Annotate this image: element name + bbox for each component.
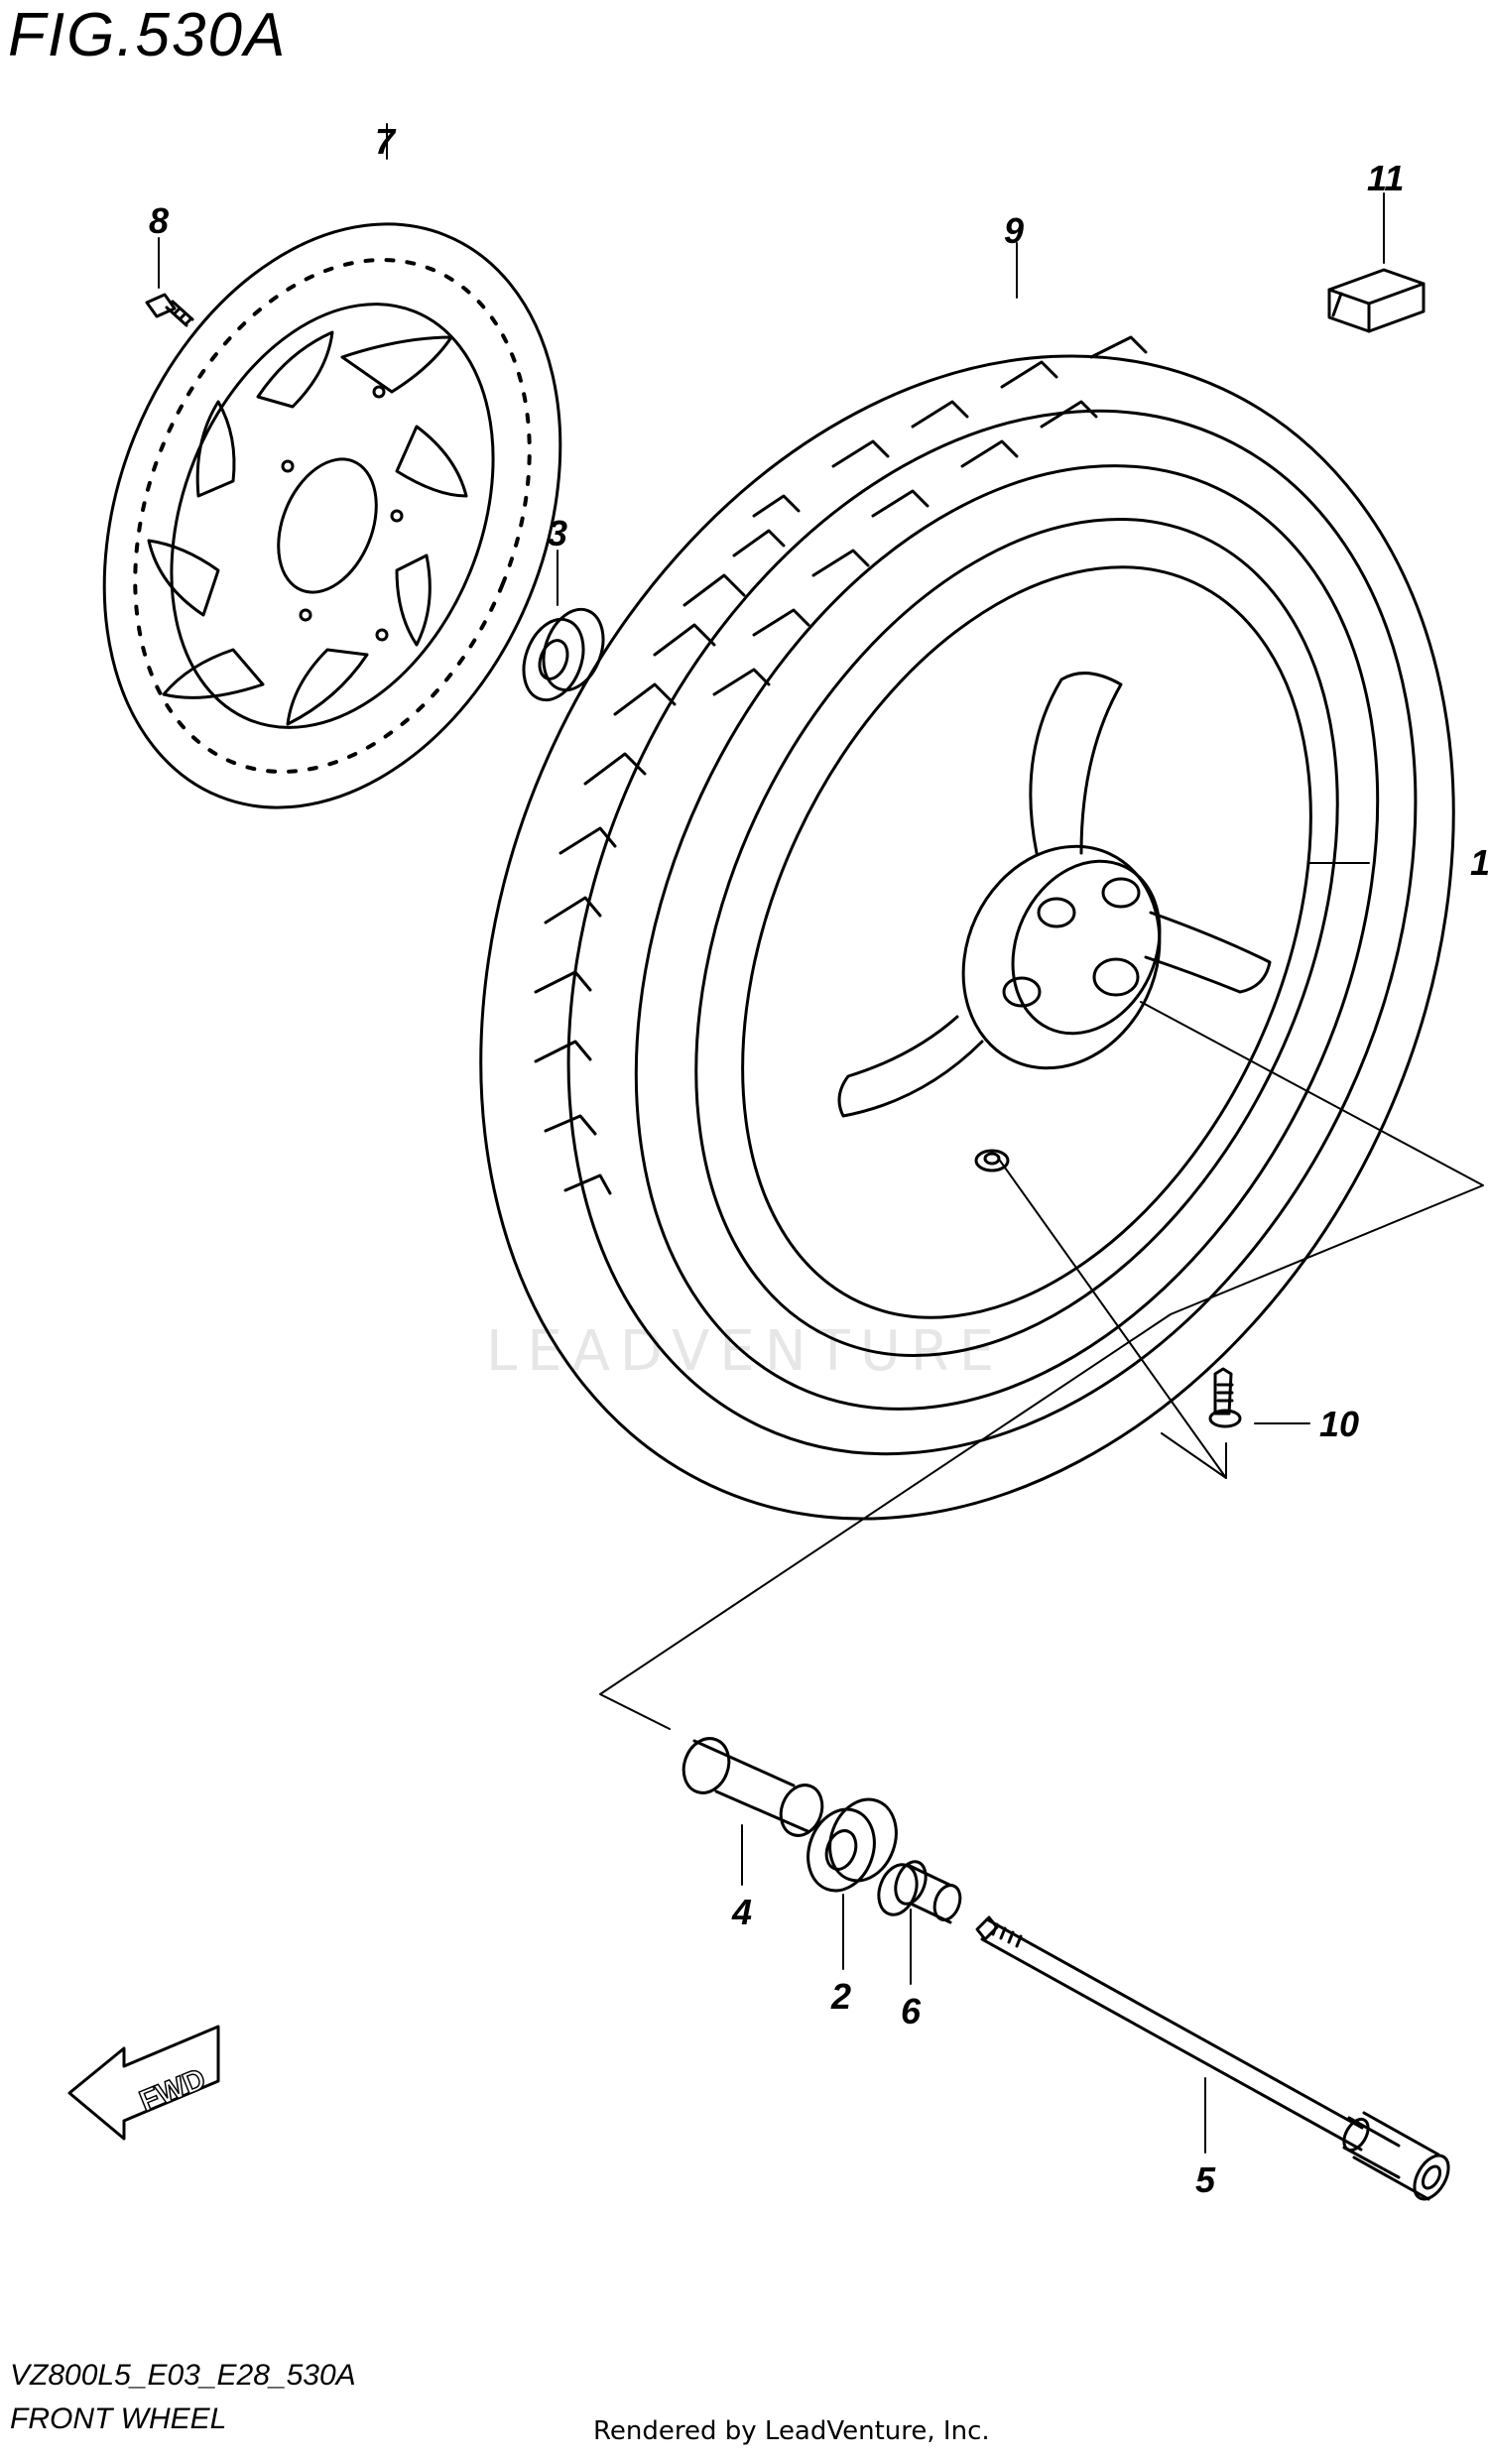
assembly-line-valve (999, 1160, 1227, 1479)
callout-4: 4 (731, 1892, 752, 1932)
callout-3: 3 (548, 513, 567, 554)
callout-8: 8 (149, 200, 169, 241)
bolt (145, 293, 194, 327)
callout-5: 5 (1195, 2159, 1216, 2200)
assembly-line-hub (599, 1001, 1484, 1730)
rendered-by: Rendered by LeadVenture, Inc. (593, 2416, 990, 2446)
brake-disc (102, 222, 562, 809)
callout-1: 1 (1470, 842, 1488, 883)
spacer-4 (682, 1737, 824, 1837)
diagram-code: VZ800L5_E03_E28_530A (10, 2359, 356, 2392)
bearing-2 (806, 1797, 898, 1893)
tire (479, 335, 1455, 1521)
callout-7: 7 (375, 121, 397, 162)
axle (975, 1915, 1450, 2201)
figure-title: FIG.530A (8, 1, 288, 69)
diagram-subtitle: FRONT WHEEL (10, 2402, 227, 2435)
watermark: LEADVENTURE (486, 1319, 1005, 1384)
wheel (694, 517, 1339, 1358)
spacer-6 (877, 1860, 962, 1924)
valve (1208, 1367, 1242, 1428)
callout-2: 2 (830, 1976, 851, 2017)
bearing-3 (522, 607, 605, 702)
fwd-arrow-icon (67, 2025, 220, 2141)
balancer (1327, 268, 1426, 333)
callout-6: 6 (901, 1991, 922, 2032)
fwd-label: FWD (135, 2062, 210, 2118)
callout-10: 10 (1319, 1404, 1359, 1444)
callout-9: 9 (1004, 210, 1024, 251)
callout-11: 11 (1367, 158, 1404, 198)
